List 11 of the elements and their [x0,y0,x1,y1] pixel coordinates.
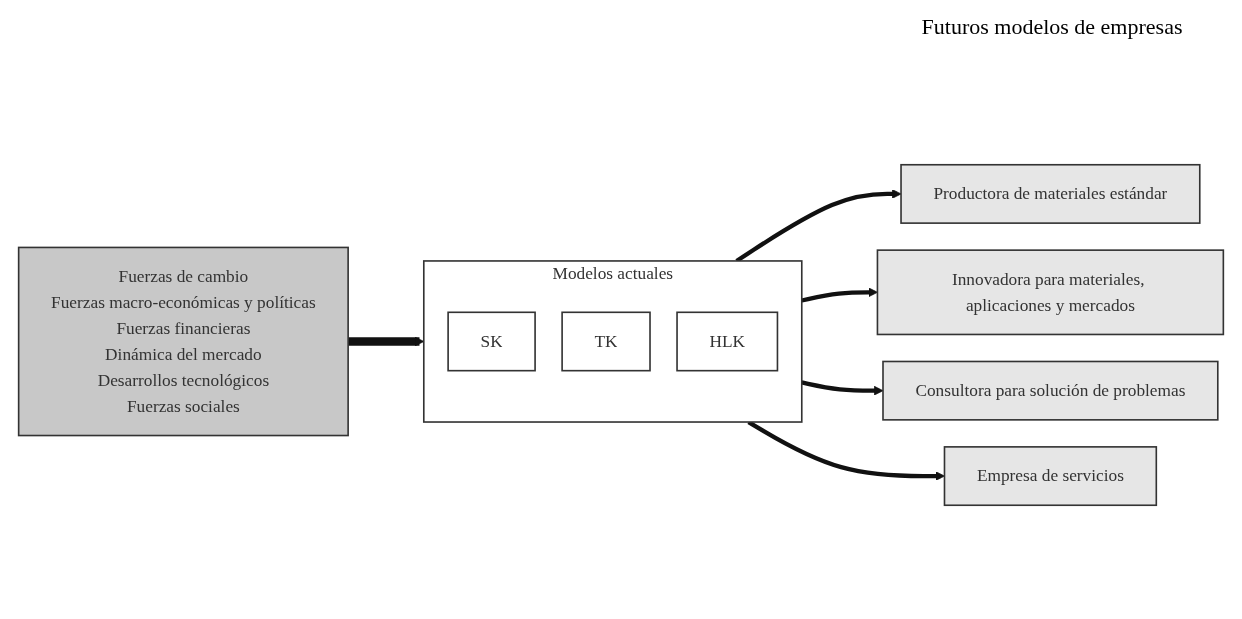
column-heading: Futuros modelos de empresas [920,14,1184,40]
node-box: Empresa de servicios [943,446,1158,507]
node-box: SK [447,311,536,372]
node-box: Fuerzas de cambio Fuerzas macro-económicas y políticas Fuerzas financieras Dinámica del mercado Desarrollos tecnológicos Fuerzas sociales [17,246,349,437]
node-box: Consultora para solución de problemas [882,360,1219,421]
node-box: TK [561,311,651,372]
arrow [801,287,878,303]
node-box: HLK [676,311,779,372]
node-box: Innovadora para materiales, aplicaciones y mercados [876,249,1225,336]
arrow [801,380,884,396]
node-box: Productora de materiales estándar [900,163,1201,224]
